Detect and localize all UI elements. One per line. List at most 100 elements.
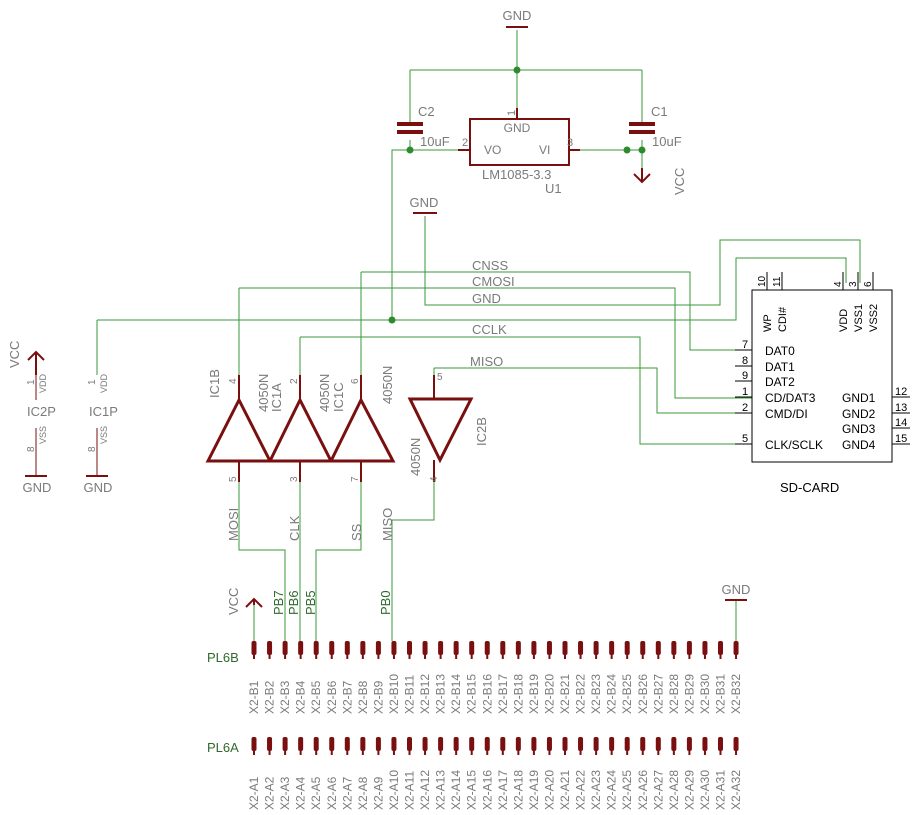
- connector-pin-label: X2-A6: [325, 776, 339, 810]
- connector-pin-label: X2-A19: [527, 770, 541, 810]
- connector-pin-label: X2-B22: [574, 674, 588, 714]
- vcc-up-arrow: [245, 597, 263, 608]
- connector-pin: [267, 641, 273, 655]
- connector-pin: [578, 737, 584, 751]
- connector-pin-label: X2-A12: [418, 770, 432, 810]
- svg-text:3: 3: [289, 476, 300, 482]
- connector-pin-label: X2-A20: [542, 770, 556, 810]
- connector-pin: [422, 737, 428, 751]
- c1-name: C1: [651, 104, 668, 119]
- connector-pin: [562, 641, 568, 655]
- connector-pin: [733, 737, 739, 751]
- connector-pin: [407, 737, 412, 751]
- sd-pin-num: 14: [895, 417, 907, 429]
- svg-text:VSS: VSS: [99, 426, 109, 444]
- junctions: [388, 66, 646, 324]
- regulator-part: LM1085-3.3: [482, 167, 551, 182]
- connector-pin: [282, 737, 288, 751]
- connector-pin: [298, 641, 304, 655]
- connector-pin: [469, 641, 475, 655]
- connector-pin: [624, 737, 630, 751]
- junction-dot: [623, 146, 631, 154]
- connector-pin-label: X2-B15: [465, 674, 479, 714]
- ic1p-gnd: GND: [84, 480, 113, 495]
- connector-pin-label: X2-A3: [278, 776, 292, 810]
- junction-dot: [388, 316, 396, 324]
- vcc-reg-label: VCC: [672, 168, 687, 195]
- svg-text:IC1C: IC1C: [331, 382, 346, 412]
- connector-pin: [593, 737, 599, 751]
- sd-pin-label: DAT0: [765, 344, 795, 358]
- sd-pin-num: 7: [742, 339, 748, 351]
- svg-text:VDD: VDD: [99, 373, 109, 393]
- connector-pin-label: X2-B18: [511, 674, 525, 714]
- connector-pin-label: X2-A7: [340, 776, 354, 810]
- connector-pin: [686, 641, 692, 655]
- reg-pin3-num: 3: [567, 137, 573, 149]
- sd-pin-num: 4: [833, 281, 844, 287]
- svg-text:MOSI: MOSI: [226, 508, 241, 541]
- connector-pin-label: X2-A16: [480, 770, 494, 810]
- connector-pin: [282, 641, 288, 655]
- svg-text:IC1A: IC1A: [269, 383, 284, 412]
- connector-pin-label: X2-B17: [496, 674, 510, 714]
- connector-pin: [609, 641, 615, 655]
- connector-pin: [500, 737, 506, 751]
- svg-text:5: 5: [437, 372, 443, 383]
- connector-pin-label: X2-B11: [403, 675, 417, 714]
- connector-pin: [313, 641, 319, 655]
- connector-pin-label: X2-B13: [434, 674, 448, 714]
- sd-pin-num: 2: [742, 402, 748, 414]
- svg-text:8: 8: [87, 446, 98, 452]
- buffer-ic2b: IC2B 4050N 5 4: [407, 372, 489, 482]
- svg-text:SS: SS: [349, 523, 364, 541]
- capacitor-c1: [629, 122, 655, 126]
- svg-text:7: 7: [350, 476, 361, 482]
- svg-text:PB7: PB7: [271, 590, 286, 615]
- svg-text:VCC: VCC: [226, 588, 241, 615]
- connector-pin: [702, 641, 708, 655]
- sd-pin-label: CMD/DI: [765, 407, 808, 421]
- connector-pin-label: X2-B30: [698, 674, 712, 714]
- svg-text:2: 2: [289, 378, 300, 384]
- connector-pin: [640, 641, 646, 655]
- connector-pin-label: X2-B7: [340, 680, 354, 714]
- connector-pin: [329, 737, 335, 751]
- connector-pin-label: X2-B2: [263, 680, 277, 714]
- connector-pin-label: X2-A26: [636, 770, 650, 810]
- sd-pin-num: 11: [772, 276, 783, 287]
- connector-pin-label: X2-A21: [558, 770, 572, 810]
- sd-pin-label: DAT1: [765, 360, 795, 374]
- connector-pin: [671, 641, 677, 655]
- connector-pin: [624, 641, 630, 655]
- connector-pin: [484, 641, 490, 655]
- sd-pin-num: 6: [863, 281, 874, 287]
- connector-pin: [609, 737, 615, 751]
- net-miso: MISO: [470, 354, 503, 369]
- svg-text:IC2B: IC2B: [474, 417, 489, 446]
- sd-pin-label: WP: [762, 314, 774, 332]
- sd-pin-label: GND2: [842, 407, 876, 421]
- connector-pin-label: X2-A28: [667, 770, 681, 810]
- buffer-ic1c: IC1C 4050N 6 7: [328, 366, 396, 482]
- svg-text:GND: GND: [722, 582, 751, 597]
- svg-text:PB5: PB5: [303, 590, 318, 615]
- connector-pin: [391, 641, 397, 655]
- connector-pin: [686, 737, 692, 751]
- sd-pin-label: VSS1: [853, 304, 865, 332]
- sd-pin-label: VSS2: [868, 304, 880, 332]
- connector-pin-label: X2-A15: [465, 770, 479, 810]
- connector-pin: [251, 737, 257, 751]
- connector-pin-label: X2-B10: [387, 674, 401, 714]
- sd-pin-num: 9: [742, 370, 748, 382]
- sd-pin-label: DAT2: [765, 375, 795, 389]
- svg-text:5: 5: [228, 476, 239, 482]
- sd-pin-label: GND3: [842, 422, 876, 436]
- connector-pin: [484, 737, 490, 751]
- ic2p-name: IC2P: [27, 404, 56, 419]
- connector-pin-label: X2-B9: [371, 680, 385, 714]
